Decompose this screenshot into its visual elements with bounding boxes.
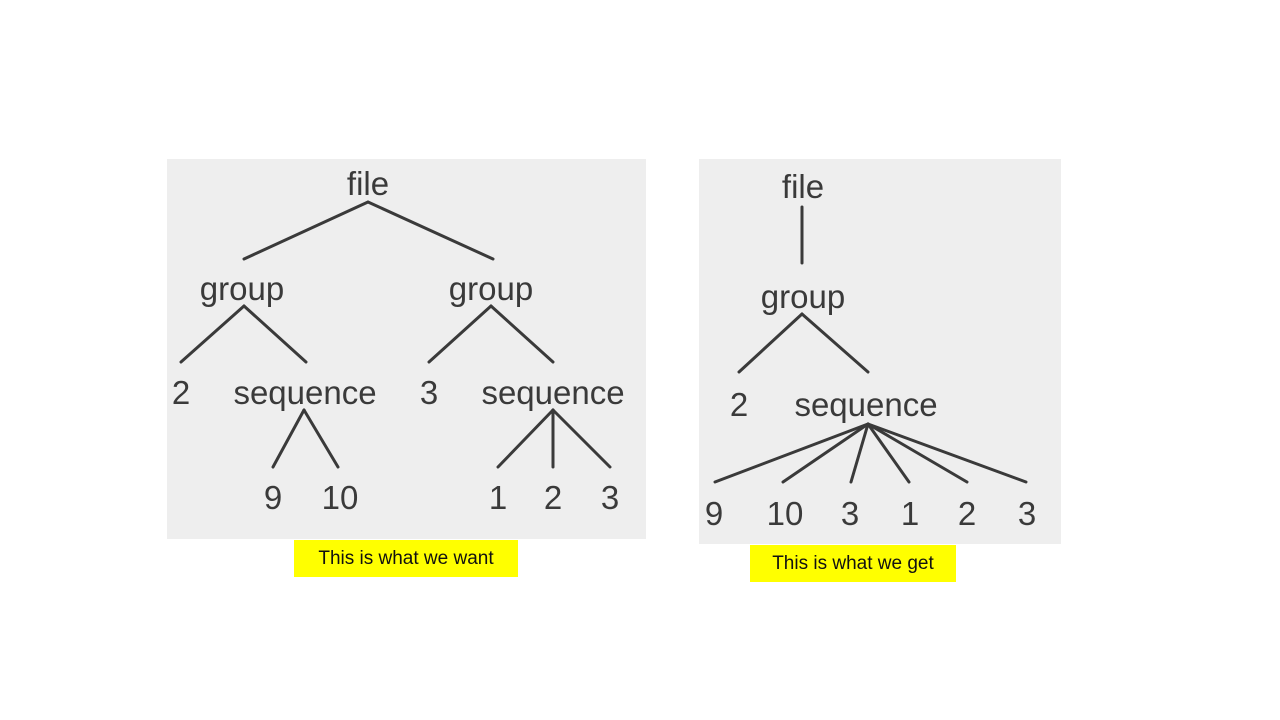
edge-group-b-sequence	[489, 304, 555, 364]
edge-group-2	[737, 312, 804, 374]
actual-tree-panel: file group 2 sequence 9 10 3 1 2 3	[699, 159, 1061, 544]
node-leaf-3: 3	[420, 374, 438, 411]
node-leaf-9: 9	[705, 495, 723, 532]
desired-tree-diagram: file group group 2 sequence 3 sequence 9…	[172, 165, 625, 516]
caption-actual: This is what we get	[750, 545, 956, 582]
edge-sequence-9	[713, 422, 870, 484]
node-leaf-10: 10	[322, 479, 359, 516]
edge-sequence-1	[866, 422, 911, 484]
node-leaf-2b: 2	[958, 495, 976, 532]
node-file: file	[347, 165, 389, 202]
node-leaf-2: 2	[730, 386, 748, 423]
node-file: file	[782, 168, 824, 205]
node-leaf-1: 1	[489, 479, 507, 516]
edge-sequence-3b	[866, 422, 1028, 484]
desired-tree-panel: file group group 2 sequence 3 sequence 9…	[167, 159, 646, 539]
edge-group-a-2	[179, 304, 246, 364]
edge-sequence-a-10	[302, 408, 340, 469]
edge-file-group-a	[242, 200, 370, 261]
node-leaf-3b: 3	[601, 479, 619, 516]
node-sequence-b: sequence	[481, 374, 624, 411]
edge-sequence-10	[781, 422, 870, 484]
edge-group-sequence	[800, 312, 870, 374]
edge-group-b-3	[427, 304, 493, 364]
edge-sequence-a-9	[271, 408, 306, 469]
caption-desired: This is what we want	[294, 540, 518, 577]
node-sequence: sequence	[794, 386, 937, 423]
edge-sequence-3	[849, 422, 870, 484]
node-group-b: group	[449, 270, 533, 307]
node-leaf-9: 9	[264, 479, 282, 516]
node-sequence-a: sequence	[233, 374, 376, 411]
node-group: group	[761, 278, 845, 315]
node-leaf-3b: 3	[1018, 495, 1036, 532]
edge-sequence-2	[866, 422, 969, 484]
node-leaf-2: 2	[172, 374, 190, 411]
edge-sequence-b-1	[496, 408, 555, 469]
node-leaf-10: 10	[767, 495, 804, 532]
actual-tree-diagram: file group 2 sequence 9 10 3 1 2 3	[705, 168, 1036, 532]
node-leaf-1: 1	[901, 495, 919, 532]
edge-file-group-b	[366, 200, 495, 261]
edge-group-a-sequence	[242, 304, 308, 364]
node-group-a: group	[200, 270, 284, 307]
edge-sequence-b-3	[551, 408, 612, 469]
node-leaf-3: 3	[841, 495, 859, 532]
node-leaf-2b: 2	[544, 479, 562, 516]
